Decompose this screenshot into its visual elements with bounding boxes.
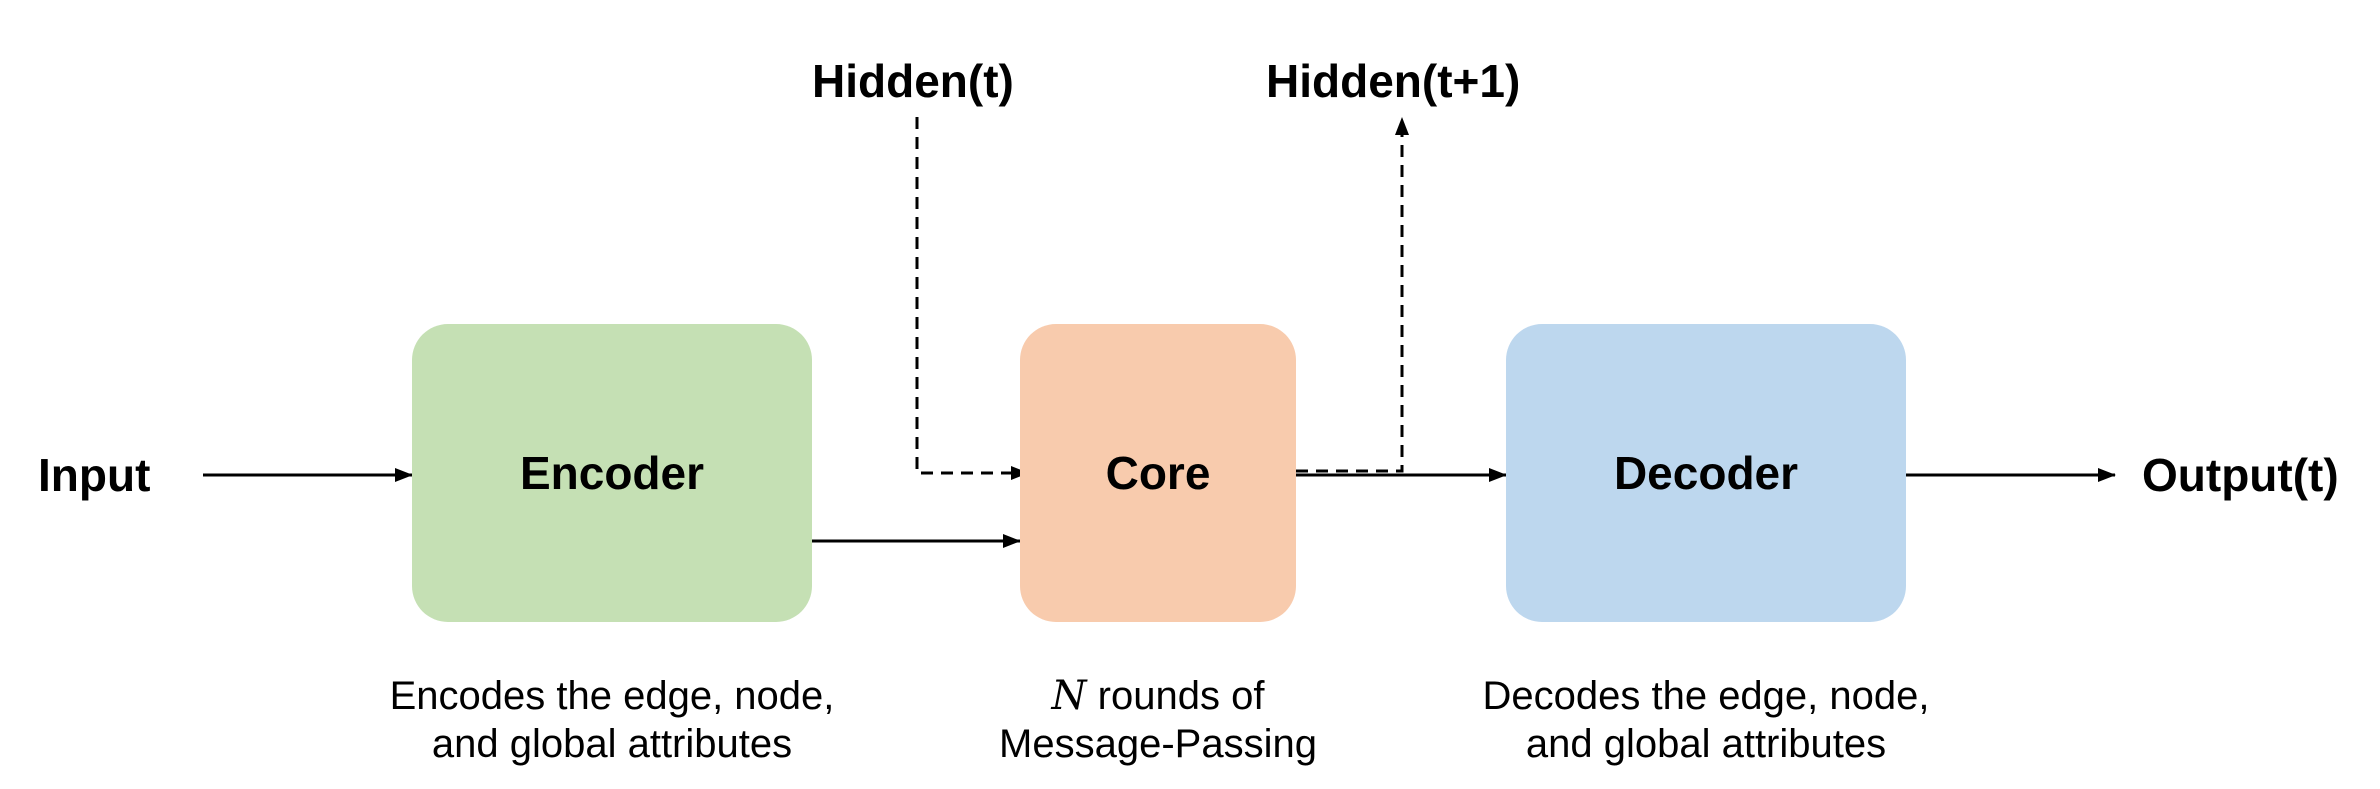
output-label: Output(t)	[2142, 449, 2339, 501]
decoder-caption-line1: Decodes the edge, node,	[1482, 674, 1930, 718]
encoder-caption-line1: Encodes the edge, node,	[389, 674, 835, 718]
encoder-caption-line2: and global attributes	[431, 722, 793, 766]
core-caption-line1-rest: rounds of	[1086, 674, 1265, 718]
input-label: Input	[38, 449, 151, 501]
hidden-out-label: Hidden(t+1)	[1266, 55, 1521, 107]
core-caption-symbol: N	[1051, 673, 1087, 719]
encoder-caption: Encodes the edge, node, and global attri…	[362, 672, 862, 768]
decoder-caption: Decodes the edge, node, and global attri…	[1456, 672, 1956, 768]
encoder-block: Encoder	[412, 324, 812, 622]
core-caption: N rounds of Message-Passing	[938, 672, 1378, 768]
arrow-core-to-hidden-next	[1296, 117, 1409, 473]
core-caption-line1: N rounds of	[938, 672, 1378, 720]
core-title: Core	[1105, 447, 1211, 499]
decoder-block: Decoder	[1506, 324, 1906, 622]
arrow-hidden-to-core	[915, 117, 1029, 480]
hidden-in-label: Hidden(t)	[812, 55, 1014, 107]
core-caption-line2: Message-Passing	[999, 722, 1317, 766]
encoder-title: Encoder	[519, 447, 705, 499]
decoder-caption-line2: and global attributes	[1525, 722, 1887, 766]
decoder-title: Decoder	[1613, 447, 1799, 499]
core-block: Core	[1020, 324, 1296, 622]
